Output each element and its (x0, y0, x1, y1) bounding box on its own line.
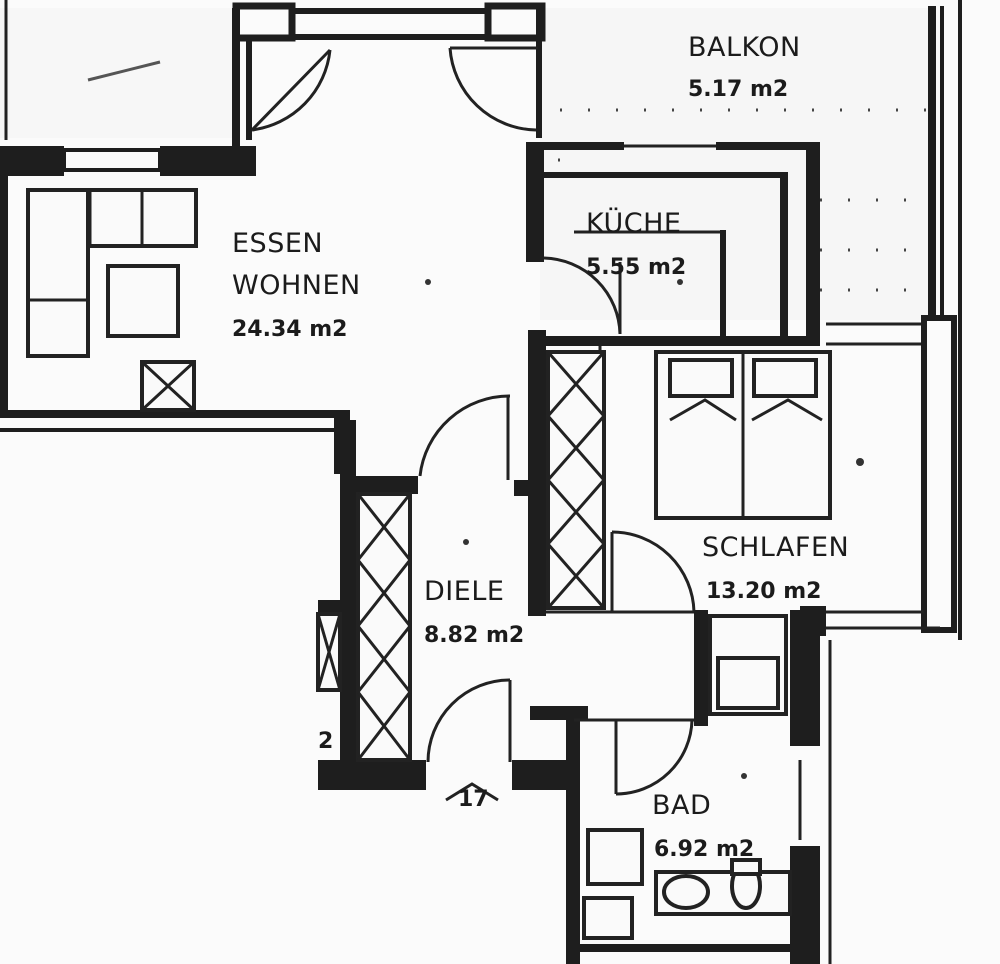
ceiling-light-icon (856, 458, 864, 466)
room-label-diele: DIELE (424, 576, 504, 607)
window-bedroom (921, 315, 957, 633)
sink-icon (654, 870, 792, 916)
cabinet-icon (582, 896, 634, 940)
door-living-hall (418, 394, 511, 480)
scribble (87, 60, 161, 82)
room-area-essen-wohnen: 24.34 m2 (232, 317, 347, 342)
balcony-railing-wall (928, 6, 936, 326)
room-label-essen: ESSEN (232, 228, 323, 259)
fragment-label-left: 2 (318, 729, 333, 754)
door-balcony-left (250, 48, 332, 132)
ceiling-light-icon (741, 773, 747, 779)
window-frame-right (484, 2, 546, 42)
top-wall (232, 2, 546, 148)
room-area-schlafen: 13.20 m2 (706, 579, 821, 604)
coffee-table-icon (106, 264, 180, 338)
wardrobe-hall-icon (356, 492, 412, 762)
top-left-wall (232, 8, 240, 148)
washing-machine-icon (586, 828, 644, 886)
room-label-wohnen: WOHNEN (232, 270, 361, 301)
window-living (62, 148, 162, 172)
room-label-schlafen: SCHLAFEN (702, 532, 849, 563)
room-area-diele: 8.82 m2 (424, 623, 524, 648)
ceiling-light-icon (463, 539, 469, 545)
door-entrance (426, 678, 512, 763)
room-area-kueche: 5.55 m2 (586, 255, 686, 280)
bathroom-walls (566, 610, 832, 964)
ceiling-light-icon (677, 279, 683, 285)
wardrobe-bedroom-icon (546, 350, 606, 610)
sofa-icon (26, 188, 198, 358)
ceiling-light-icon (425, 279, 431, 285)
room-label-bad: BAD (652, 790, 711, 821)
entrance-mark-label: 17 (458, 787, 489, 812)
room-label-kueche: KÜCHE (586, 207, 681, 239)
room-label-balkon: BALKON (688, 32, 801, 63)
kitchen-walls (526, 142, 820, 344)
door-bedroom (610, 530, 696, 613)
balcony-area (520, 0, 962, 640)
door-balcony-right (448, 46, 538, 132)
shower-icon (708, 614, 788, 716)
door-kitchen (543, 256, 622, 335)
wardrobe-fragment-icon (316, 612, 342, 692)
room-area-bad: 6.92 m2 (654, 837, 754, 862)
door-bathroom (614, 719, 694, 796)
chimney-shaft-icon (140, 360, 196, 412)
room-area-balkon: 5.17 m2 (688, 77, 788, 102)
living-walls (0, 146, 350, 474)
outer-edge-line (958, 0, 962, 640)
entrance-arrow-icon (445, 782, 499, 802)
double-bed-icon (654, 350, 832, 520)
toilet-icon (730, 858, 762, 910)
window-frame-left (232, 2, 296, 42)
left-exterior-strip (0, 0, 232, 140)
